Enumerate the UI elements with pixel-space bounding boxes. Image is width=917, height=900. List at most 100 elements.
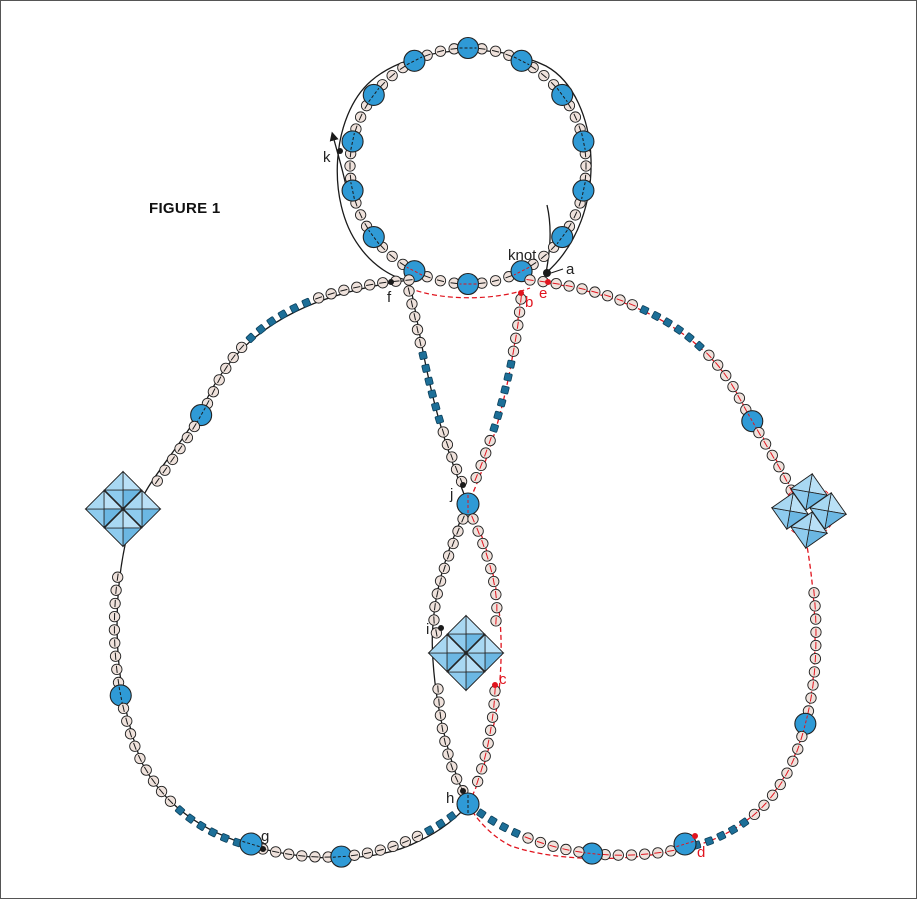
seed-bead: [339, 285, 349, 295]
seed-bead: [283, 849, 293, 859]
seed-bead: [570, 112, 580, 122]
round-bead: [552, 84, 573, 105]
seed-bead: [468, 514, 478, 524]
seed-bead: [175, 443, 185, 453]
seed-bead: [378, 278, 388, 288]
seed-bead: [152, 476, 162, 486]
seed-bead: [491, 589, 501, 599]
seed-bead: [561, 844, 571, 854]
seed-bead: [429, 615, 439, 625]
bugle-bead: [663, 318, 673, 328]
round-bead: [458, 38, 479, 59]
marker-h: [460, 788, 466, 794]
label-d: d: [697, 844, 705, 861]
seed-bead: [539, 251, 549, 261]
bugle-bead: [694, 341, 704, 351]
seed-bead: [112, 572, 122, 582]
round-bead: [552, 227, 573, 248]
seed-bead: [387, 70, 397, 80]
bugle-bead: [266, 316, 276, 326]
seed-bead: [451, 464, 461, 474]
bugle-bead: [431, 402, 440, 411]
seed-bead: [387, 251, 397, 261]
seed-bead: [442, 439, 452, 449]
round-bead: [457, 493, 479, 515]
seed-bead: [564, 281, 574, 291]
seed-bead: [511, 333, 521, 343]
seed-bead: [489, 699, 499, 709]
marker-g: [260, 846, 266, 852]
seed-bead: [109, 625, 119, 635]
seed-bead: [491, 616, 501, 626]
seed-bead: [653, 848, 663, 858]
seed-bead: [404, 275, 414, 285]
seed-bead: [712, 360, 722, 370]
seed-bead: [767, 790, 777, 800]
thread-right-loop: [468, 280, 815, 859]
seed-bead: [362, 848, 372, 858]
seed-bead: [448, 538, 458, 548]
seed-bead: [375, 845, 385, 855]
label-e: e: [539, 285, 547, 302]
seed-bead: [110, 598, 120, 608]
seed-bead: [486, 563, 496, 573]
seed-bead: [349, 850, 359, 860]
seed-bead: [228, 352, 238, 362]
seed-bead: [574, 847, 584, 857]
seed-bead: [508, 346, 518, 356]
seed-bead: [602, 291, 612, 301]
seed-bead: [581, 161, 591, 171]
label-c: c: [499, 671, 507, 688]
seed-bead: [214, 375, 224, 385]
seed-bead: [438, 427, 448, 437]
bugle-bead: [490, 424, 499, 433]
round-bead: [795, 713, 816, 734]
seed-bead: [626, 850, 636, 860]
round-bead: [404, 50, 425, 71]
seed-bead: [577, 284, 587, 294]
knot-tail: [546, 205, 550, 273]
round-bead: [363, 84, 384, 105]
seed-bead: [490, 46, 500, 56]
bugle-bead: [447, 811, 457, 821]
bugle-bead: [425, 377, 434, 386]
seed-bead: [447, 762, 457, 772]
seed-bead: [165, 796, 175, 806]
seed-bead: [221, 363, 231, 373]
seed-bead: [167, 454, 177, 464]
seed-bead: [774, 462, 784, 472]
seed-bead: [728, 381, 738, 391]
seed-bead: [492, 603, 502, 613]
seed-bead: [590, 287, 600, 297]
round-bead: [581, 843, 602, 864]
seed-bead: [811, 640, 821, 650]
seed-bead: [734, 393, 744, 403]
marker-k: [337, 148, 343, 154]
seed-bead: [118, 703, 128, 713]
bugle-bead: [511, 828, 521, 838]
seed-bead: [443, 551, 453, 561]
round-bead: [458, 274, 479, 295]
seed-bead: [439, 563, 449, 573]
seed-bead: [788, 756, 798, 766]
seed-bead: [148, 776, 158, 786]
seed-bead: [435, 710, 445, 720]
seed-bead: [476, 460, 486, 470]
seed-bead: [112, 664, 122, 674]
round-bead: [573, 180, 594, 201]
seed-bead: [472, 776, 482, 786]
seed-bead: [365, 280, 375, 290]
seed-bead: [313, 293, 323, 303]
seed-bead: [775, 779, 785, 789]
seed-bead: [130, 741, 140, 751]
seed-bead: [326, 289, 336, 299]
seed-bead: [447, 452, 457, 462]
label-i: i: [426, 621, 429, 638]
seed-bead: [478, 538, 488, 548]
label-j: j: [449, 486, 453, 503]
bugle-bead: [289, 303, 299, 313]
seed-bead: [141, 765, 151, 775]
marker-b: [518, 290, 524, 296]
point-markers: [260, 148, 698, 852]
